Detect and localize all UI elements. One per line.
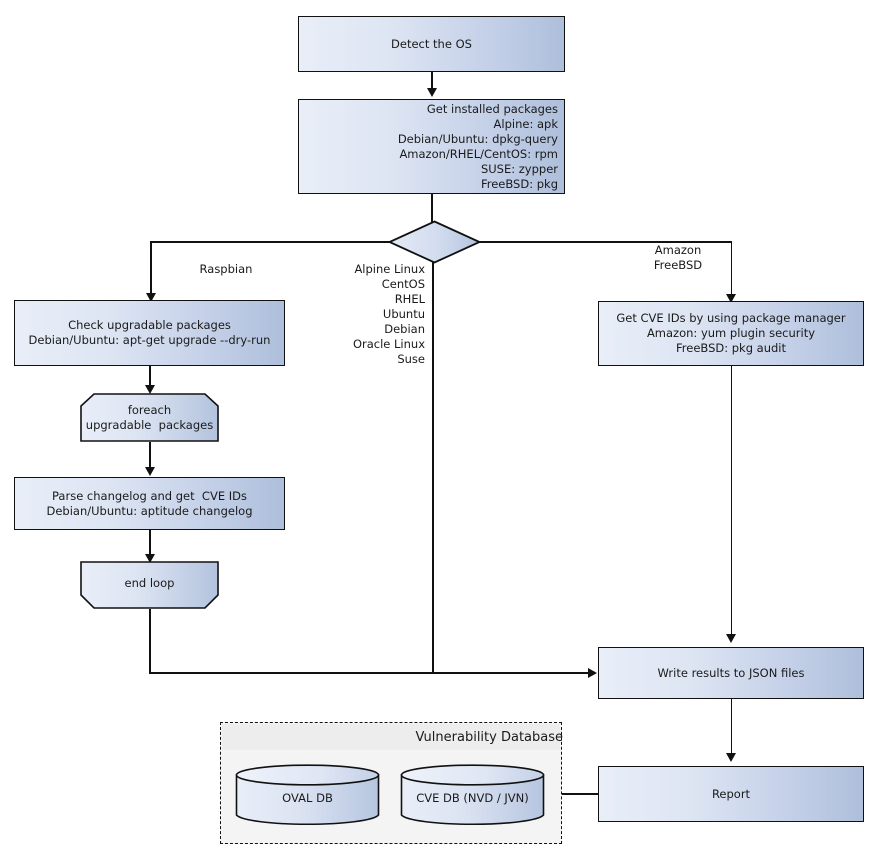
edge-vulndb-to-report [560, 793, 600, 795]
node-check-upgradable-packages-label: Check upgradable packages Debian/Ubuntu:… [28, 318, 271, 347]
arrowhead-down-check-upgradable [145, 293, 156, 302]
edge-endloop-down [149, 609, 151, 673]
node-report[interactable]: Report [598, 766, 864, 822]
arrowhead-down-packages [426, 88, 437, 97]
arrowhead-down-get-cve [726, 294, 736, 303]
arrowhead-down-write-results [726, 634, 736, 643]
node-write-results[interactable]: Write results to JSON files [598, 647, 864, 699]
arrowhead-right-write-results [588, 667, 597, 678]
node-detect-os[interactable]: Detect the OS [298, 16, 565, 72]
node-get-cve-ids[interactable]: Get CVE IDs by using package manager Ama… [598, 301, 864, 366]
node-report-label: Report [711, 786, 751, 801]
node-parse-changelog[interactable]: Parse changelog and get CVE IDs Debian/U… [14, 477, 285, 530]
edge-cve-to-write [730, 366, 733, 638]
vulnerability-database-title: Vulnerability Database [415, 729, 563, 745]
arrowhead-down-foreach [144, 385, 155, 394]
node-parse-changelog-label: Parse changelog and get CVE IDs Debian/U… [46, 488, 253, 518]
edge-right-down [730, 241, 733, 301]
edge-label-raspbian: Raspbian [199, 262, 253, 276]
arrowhead-down-report [726, 753, 736, 762]
edge-bottom-join-to-write [149, 672, 594, 674]
edge-foreach-to-parse [149, 442, 151, 470]
edge-detect-to-packages [431, 72, 433, 94]
edge-label-distro-list: Alpine Linux CentOS RHEL Ubuntu Debian O… [352, 262, 425, 366]
node-end-loop[interactable] [80, 561, 219, 609]
edge-check-to-foreach [149, 366, 151, 391]
oval-db-cylinder [235, 764, 380, 826]
node-get-installed-packages-label: Get installed packages Alpine: apk Debia… [397, 101, 558, 191]
cve-db-cylinder [400, 764, 545, 826]
node-detect-os-label: Detect the OS [391, 36, 472, 51]
edge-parse-to-endloop [149, 530, 151, 558]
edge-decision-down [432, 261, 434, 673]
arrowhead-down-parse [144, 467, 155, 476]
node-foreach-loop-start[interactable] [80, 393, 219, 442]
edge-packages-to-decision [431, 194, 433, 222]
node-get-installed-packages[interactable]: Get installed packages Alpine: apk Debia… [298, 99, 565, 194]
edge-decision-left [150, 241, 391, 243]
edge-left-down [150, 241, 152, 300]
node-get-cve-ids-label: Get CVE IDs by using package manager Ama… [616, 311, 846, 355]
node-decision-os[interactable] [387, 220, 482, 264]
arrowhead-down-endloop [144, 554, 155, 563]
edge-write-to-report [730, 699, 733, 757]
node-check-upgradable-packages[interactable]: Check upgradable packages Debian/Ubuntu:… [14, 300, 285, 366]
node-write-results-label: Write results to JSON files [657, 665, 805, 680]
edge-decision-right [479, 241, 732, 243]
edge-label-amazon-freebsd: Amazon FreeBSD [653, 243, 703, 272]
vulnerability-database-header: Vulnerability Database [222, 724, 563, 750]
